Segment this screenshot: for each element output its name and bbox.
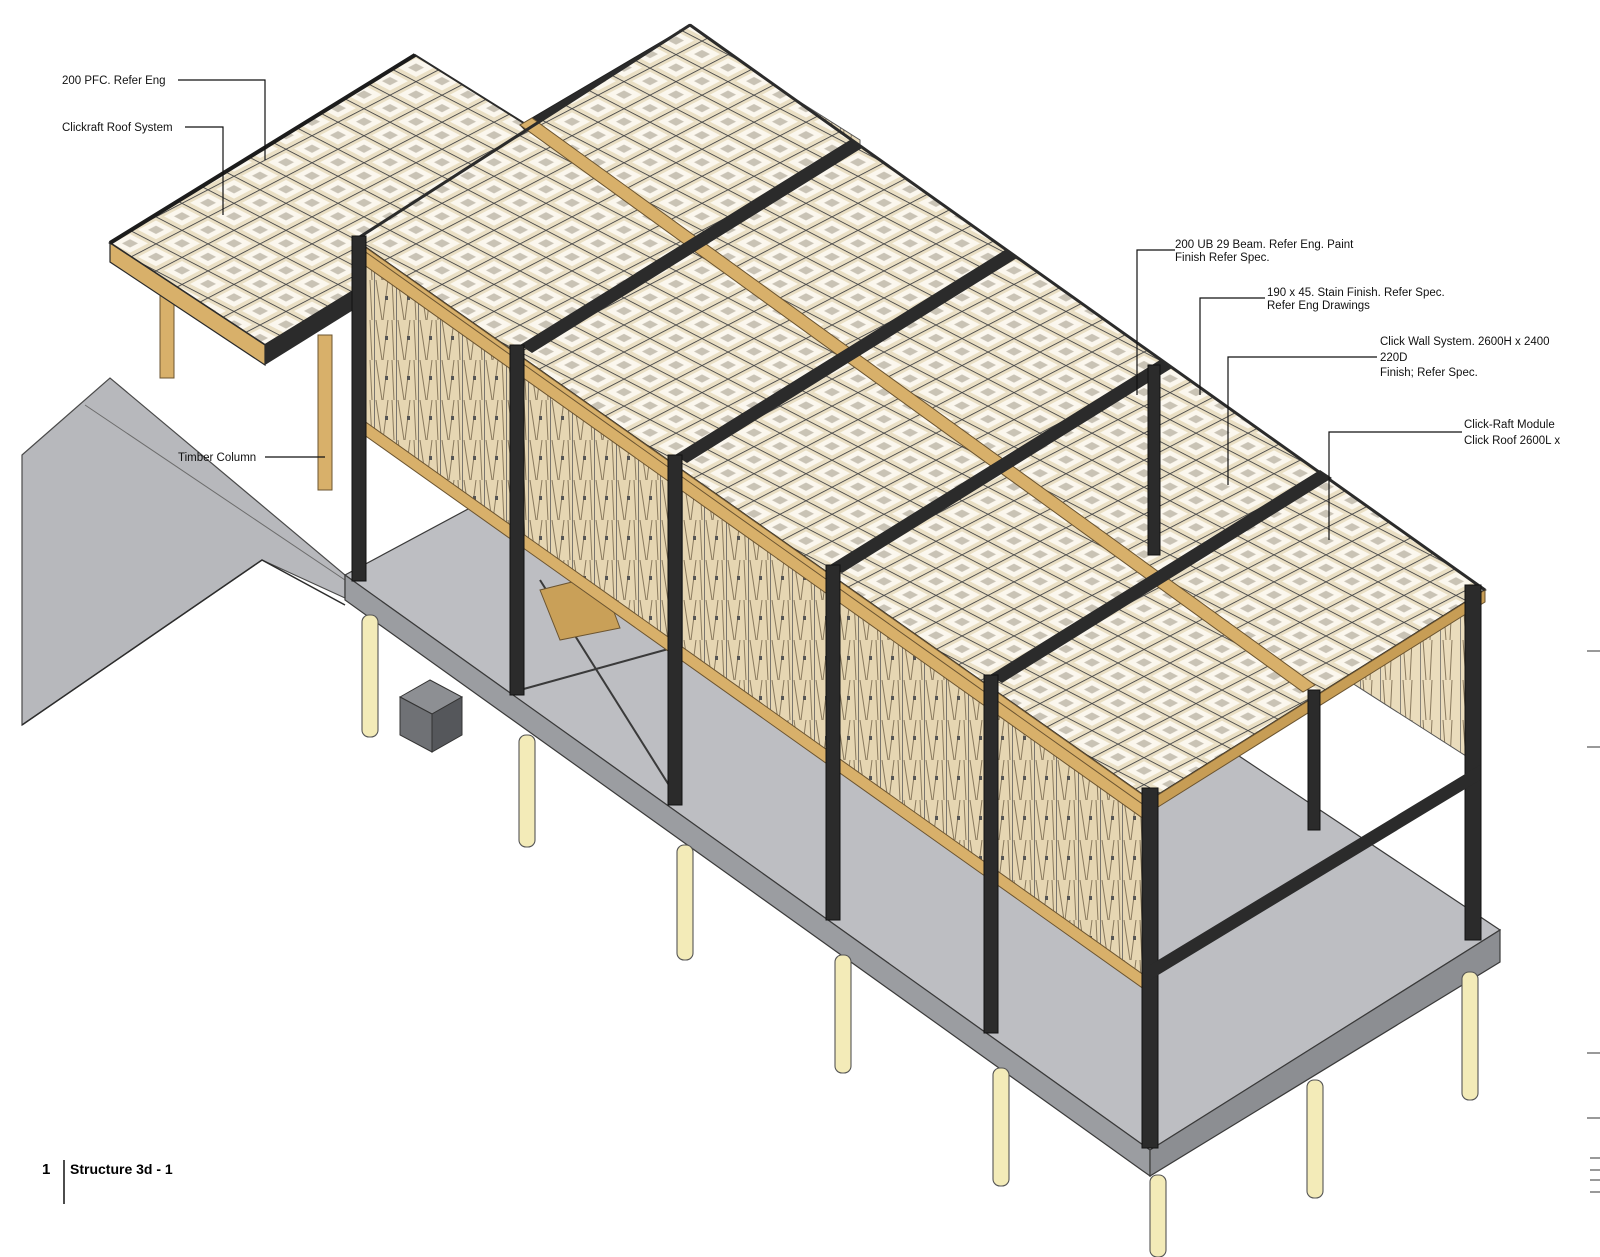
label-ub-beam-2: Finish Refer Spec.	[1175, 252, 1270, 264]
grey-box	[398, 679, 464, 753]
pile	[676, 844, 694, 961]
floor-beam	[1150, 765, 1480, 980]
ground-plane	[21, 377, 346, 727]
annotations: 200 PFC. Refer Eng Clickraft Roof System…	[62, 75, 1560, 464]
callout-lines	[178, 79, 1462, 540]
piles	[361, 614, 1479, 1257]
pile	[1306, 1079, 1324, 1199]
pile	[361, 614, 379, 738]
label-stain-2: Refer Eng Drawings	[1267, 300, 1370, 312]
steel-column	[667, 454, 683, 806]
edge-ticks	[1587, 650, 1600, 1193]
label-stain-1: 190 x 45. Stain Finish. Refer Spec.	[1267, 287, 1445, 299]
steel-column	[983, 674, 999, 1034]
timber-column	[317, 334, 333, 491]
view-title: 1 Structure 3d - 1	[42, 1160, 173, 1204]
steel-beams	[520, 140, 1332, 683]
steel-column	[1464, 584, 1482, 941]
label-click-raft-1: Click-Raft Module	[1464, 419, 1555, 431]
front-columns	[351, 235, 1482, 1149]
pile	[992, 1067, 1010, 1187]
steel-column	[509, 344, 525, 696]
steel-column	[1307, 689, 1321, 831]
front-wall	[359, 247, 1149, 993]
view-title-text: Structure 3d - 1	[70, 1161, 173, 1177]
pile	[834, 954, 852, 1074]
pile	[1149, 1174, 1167, 1257]
label-click-wall-1: Click Wall System. 2600H x 2400	[1380, 336, 1550, 348]
steel-column	[351, 235, 367, 582]
pile	[1461, 971, 1479, 1101]
steel-column	[825, 564, 841, 921]
label-clickraft-roof: Clickraft Roof System	[62, 122, 173, 134]
label-click-raft-2: Click Roof 2600L x	[1464, 435, 1560, 447]
pile	[518, 734, 536, 848]
view-number: 1	[42, 1161, 50, 1178]
label-click-wall-2: 220D	[1380, 352, 1408, 364]
steel-column	[1147, 364, 1161, 556]
label-click-wall-3: Finish; Refer Spec.	[1380, 367, 1478, 379]
label-ub-beam-1: 200 UB 29 Beam. Refer Eng. Paint	[1175, 239, 1354, 251]
label-pfc: 200 PFC. Refer Eng	[62, 75, 166, 87]
label-timber-column: Timber Column	[178, 452, 256, 464]
